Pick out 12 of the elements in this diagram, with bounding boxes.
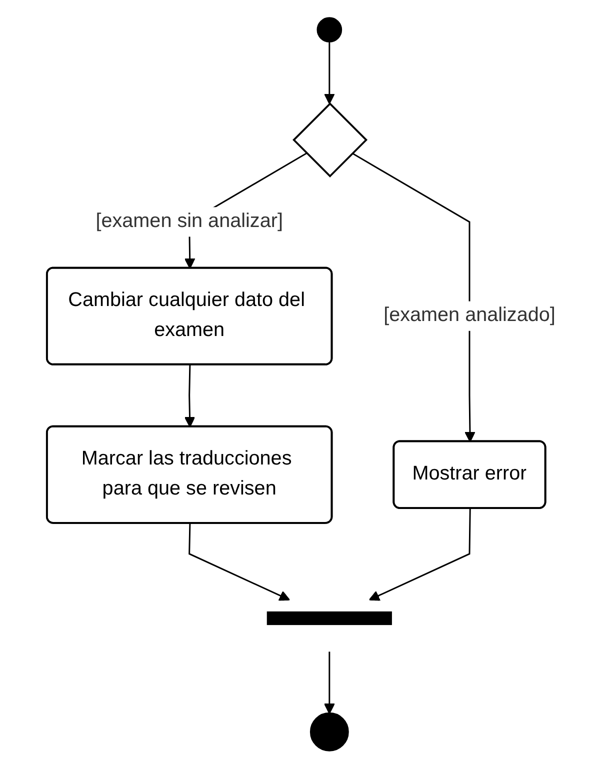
edge-label: [examen sin analizar] [96,210,283,232]
arrow [352,152,476,442]
arrow [368,508,471,601]
arrow [188,524,290,601]
arrow [184,364,196,428]
arrow [324,42,335,104]
edge-label: [examen analizado] [383,304,556,326]
arrow [324,652,335,714]
node-bar [266,611,392,626]
node-circle [310,712,349,752]
node-circle [316,17,342,42]
node-diamond [292,102,368,178]
